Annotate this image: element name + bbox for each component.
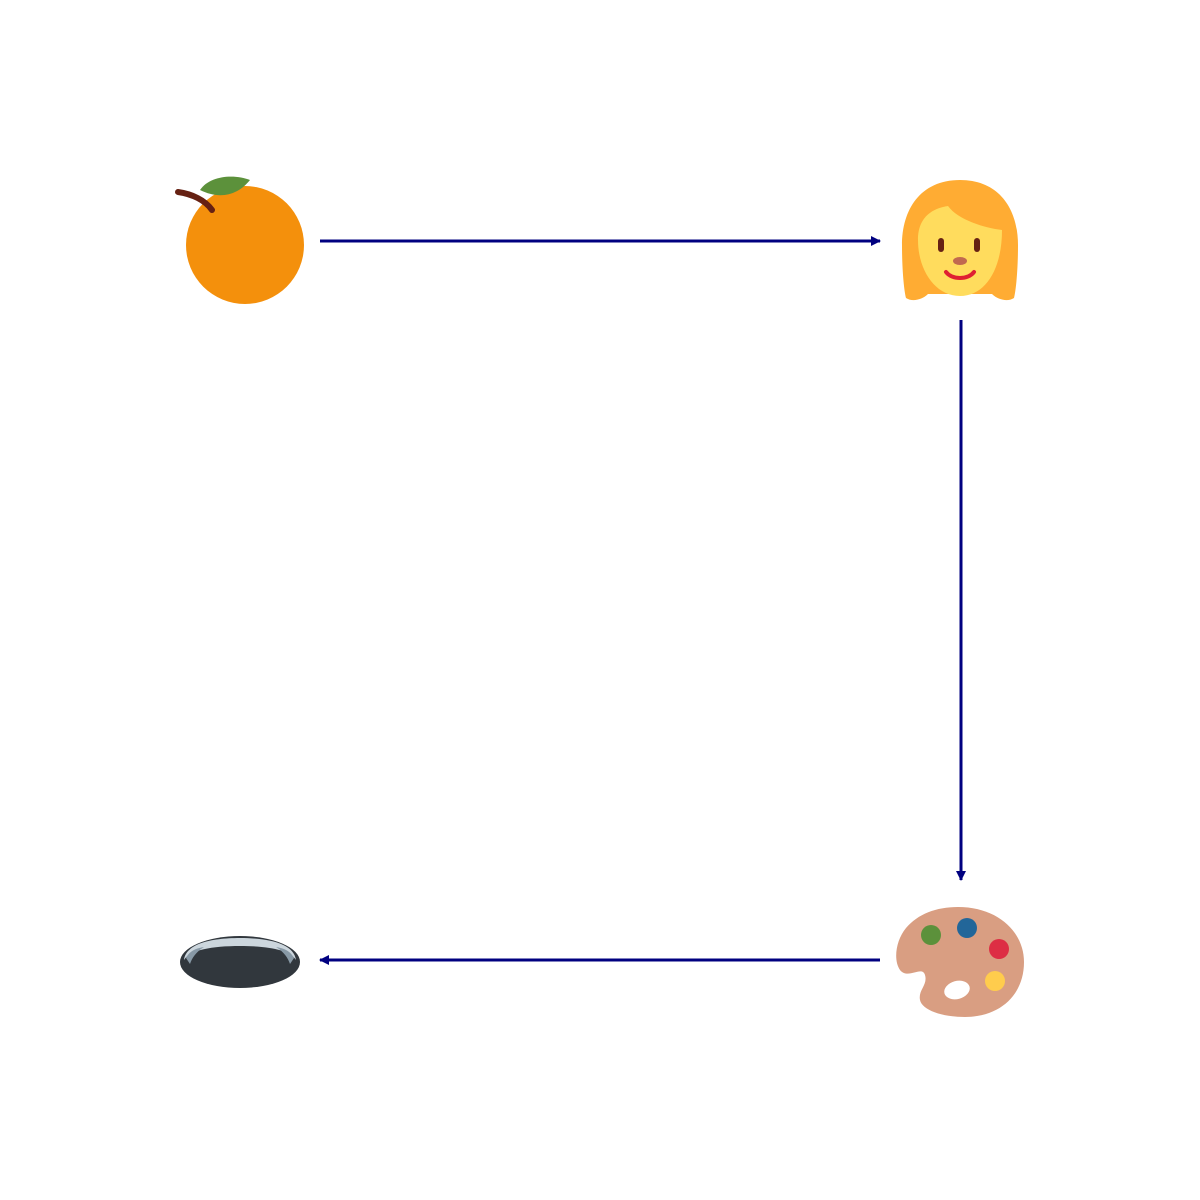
artist-palette-icon xyxy=(896,907,1024,1017)
tangerine-icon xyxy=(175,176,304,304)
hole-icon xyxy=(180,936,300,988)
woman-icon xyxy=(902,180,1018,301)
